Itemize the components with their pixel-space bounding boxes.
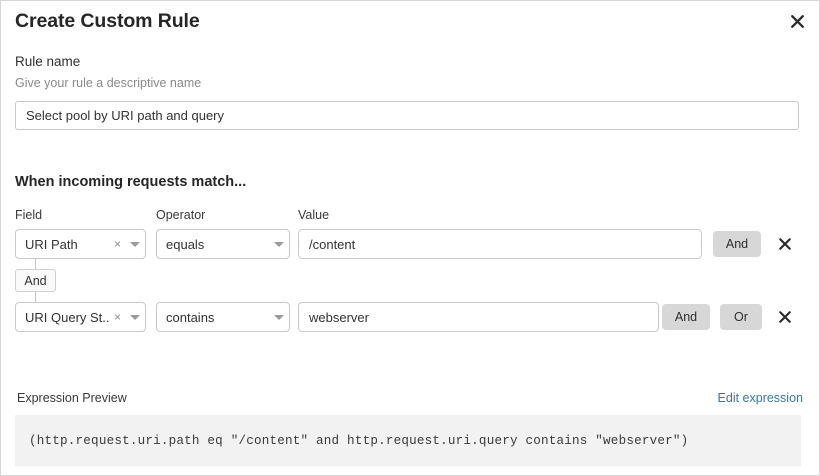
column-header-value: Value [298,208,330,222]
chevron-down-icon[interactable] [125,314,145,320]
value-input-2[interactable] [298,302,659,332]
field-select-2-value: URI Query St... [25,309,110,325]
operator-select-2-value: contains [166,309,215,325]
operator-select-1[interactable]: equals [156,229,290,259]
field-select-1-value: URI Path [25,236,78,252]
condition-row: URI Query St... × contains And Or [1,302,819,334]
expression-preview-box: (http.request.uri.path eq "/content" and… [15,415,801,466]
rule-name-input[interactable] [15,101,799,130]
or-button-row-2[interactable]: Or [720,304,762,330]
dialog-title: Create Custom Rule [15,10,200,32]
edit-expression-link[interactable]: Edit expression [717,391,803,405]
column-header-field: Field [15,208,43,222]
value-input-1[interactable] [298,229,702,259]
expression-preview-code: (http.request.uri.path eq "/content" and… [29,433,689,448]
rule-name-help: Give your rule a descriptive name [15,76,202,90]
close-icon[interactable] [784,8,810,34]
field-select-2[interactable]: URI Query St... × [15,302,146,332]
match-section-heading: When incoming requests match... [15,174,247,190]
chevron-down-icon[interactable] [125,241,145,247]
remove-condition-2[interactable] [774,304,796,330]
column-header-operator: Operator [156,208,206,222]
chevron-down-icon[interactable] [269,241,289,247]
connector-line-top [35,259,36,269]
row-connector-and[interactable]: And [15,269,56,292]
expression-preview-label: Expression Preview [17,391,127,405]
clear-icon[interactable]: × [113,237,121,251]
and-button-row-1[interactable]: And [713,231,761,257]
condition-row: URI Path × equals And [1,229,819,261]
field-select-1[interactable]: URI Path × [15,229,146,259]
operator-select-1-value: equals [166,236,205,252]
remove-condition-1[interactable] [774,231,796,257]
connector-line-bottom [35,292,36,303]
chevron-down-icon[interactable] [269,314,289,320]
operator-select-2[interactable]: contains [156,302,290,332]
rule-name-label: Rule name [15,54,81,69]
and-button-row-2[interactable]: And [662,304,710,330]
clear-icon[interactable]: × [113,310,121,324]
